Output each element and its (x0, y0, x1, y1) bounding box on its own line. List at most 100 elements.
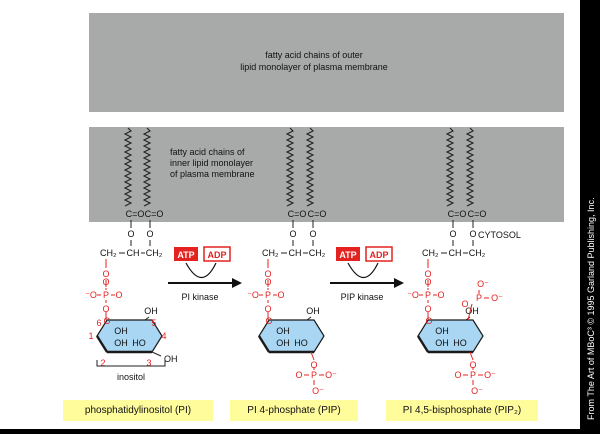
phosphate-minus-o: ⁻O (407, 290, 419, 300)
p5-p: P (476, 293, 482, 303)
carbon-number-1: 1 (88, 331, 93, 341)
outer-monolayer-label-line2: lipid monolayer of plasma membrane (240, 62, 388, 72)
glycerol-ch2-left: CH₂ (100, 248, 117, 258)
glycerol-ch2-left: CH₂ (262, 248, 279, 258)
label-pip2: PI 4,5-bisphosphate (PIP₂) (386, 400, 538, 421)
phosphate-p: P (103, 290, 109, 300)
glycerol-ch2-right: CH₂ (146, 248, 163, 258)
inositol-label: inositol (117, 372, 145, 382)
arrow-head-icon (232, 278, 242, 288)
ester-carbonyl: C=O (126, 209, 145, 219)
figure-frame: fatty acid chains of outer lipid monolay… (0, 0, 580, 429)
ring-oh-left: OH (435, 338, 449, 348)
phosphate-o-down: O (424, 304, 431, 314)
glycerol-ch: CH (289, 248, 302, 258)
adp-badge (365, 246, 393, 262)
p4-o-minus: O⁻ (325, 370, 337, 380)
phosphate-minus-o: ⁻O (247, 290, 259, 300)
phosphate-o-down: O (264, 304, 271, 314)
ring-oh-left: OH (276, 338, 290, 348)
p4-bridge-o: O (469, 360, 476, 370)
ester-carbonyl: C=O (288, 209, 307, 219)
adp-badge (203, 246, 231, 262)
glycerol-ch: CH (449, 248, 462, 258)
credit-line: From The Art of MBoC³ © 1995 Garland Pub… (586, 197, 596, 420)
p5-o-top: O⁻ (477, 279, 489, 289)
inner-monolayer-band (89, 127, 564, 222)
bridge-oxygen: O (102, 269, 109, 279)
ester-carbonyl: C=O (308, 209, 327, 219)
label-pi: phosphatidylinositol (PI) (63, 400, 213, 421)
ring-oh: OH (114, 326, 128, 336)
fatty-acid-chain (305, 127, 315, 207)
fatty-acid-chain (142, 127, 152, 207)
p5-o-minus: O⁻ (491, 293, 503, 303)
ring-oh-left: OH (114, 338, 128, 348)
phosphate-minus-o: ⁻O (85, 290, 97, 300)
fatty-acid-chain (285, 127, 295, 207)
p4-p: P (470, 370, 476, 380)
p4-p: P (311, 370, 317, 380)
phosphate-group: PO O (264, 277, 271, 314)
carbon-number-6: 6 (96, 318, 101, 328)
ring-oh: OH (276, 326, 290, 336)
fatty-acid-chain (445, 127, 455, 207)
carbon-number-4: 4 (161, 331, 166, 341)
bridge-oxygen: O (424, 269, 431, 279)
enzyme-label: PI kinase (181, 292, 218, 302)
glycerol-ch2-right: CH₂ (469, 248, 486, 258)
phosphate-o-up: O (264, 277, 271, 287)
fatty-acid-chain (123, 127, 133, 207)
label-pip: PI 4-phosphate (PIP) (230, 400, 358, 421)
carbon-number-2: 2 (100, 358, 105, 368)
phosphoinositide-diagram: fatty acid chains of outer lipid monolay… (85, 13, 564, 396)
bridge-oxygen: O (264, 269, 271, 279)
phosphate-group: POO (102, 277, 109, 314)
phosphate-o-down: O (102, 304, 109, 314)
carbon-number-3: 3 (146, 358, 151, 368)
enzyme-label: PIP kinase (341, 292, 384, 302)
outer-monolayer-label-line1: fatty acid chains of outer (265, 50, 363, 60)
cytosol-label: CYTOSOL (478, 230, 521, 240)
glycerol-ch2-left: CH₂ (422, 248, 439, 258)
phosphate-p: P (265, 290, 271, 300)
p4-o-minus: O⁻ (484, 370, 496, 380)
ester-oxygen: O (127, 229, 134, 239)
ring-oh-top: OH (306, 306, 320, 316)
inner-monolayer-label-line3: of plasma membrane (170, 169, 255, 179)
phosphate-group: POO (424, 277, 431, 314)
ester-carbonyl: C=O (468, 209, 487, 219)
glycerol-ch2-right: CH₂ (309, 248, 326, 258)
ring-link-oxygen: O (425, 316, 432, 326)
phosphate-o-minus: O (277, 290, 284, 300)
ester-carbonyl: C=O (448, 209, 467, 219)
inner-monolayer-label-line2: inner lipid monolayer (170, 158, 253, 168)
p5-bridge-o: O (461, 299, 468, 309)
atp-badge (174, 247, 198, 261)
p4-bridge-o: O (310, 360, 317, 370)
fatty-acid-chain (465, 127, 475, 207)
ester-oxygen: O (146, 229, 153, 239)
arrow-head-icon (394, 278, 404, 288)
ester-carbonyl: C=O (145, 209, 164, 219)
inositol-bracket (96, 360, 166, 367)
oh-position-4: OH (164, 354, 178, 364)
ring-ho-right: HO (132, 338, 146, 348)
ring-oh-top: OH (465, 306, 479, 316)
atp-label: ATP (339, 250, 356, 260)
p4-o-left: O (454, 370, 461, 380)
p4-o-bottom: O⁻ (312, 386, 324, 396)
carbon-number-5: 5 (151, 318, 156, 328)
ring-oh: OH (435, 326, 449, 336)
phosphate-o-minus: O (437, 290, 444, 300)
ring-link-oxygen: O (265, 316, 272, 326)
phosphate-o-minus: O (115, 290, 122, 300)
ring-link-oxygen: O (103, 316, 110, 326)
